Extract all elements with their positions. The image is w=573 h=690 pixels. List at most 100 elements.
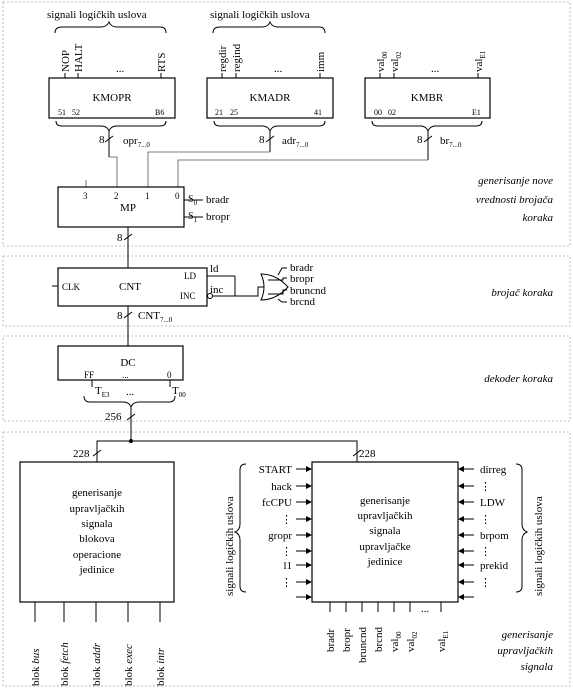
- ops-text-3: signala: [81, 518, 112, 530]
- ops-text-1: generisanje: [72, 487, 122, 499]
- kmadr-input-regind: regind: [231, 43, 243, 72]
- ctrl-right-dots-3: ⋮: [480, 546, 491, 558]
- ops-generator-box: [19, 461, 175, 603]
- ops-output-bus: blok bus: [30, 648, 42, 686]
- kmopr-brace-bottom: [55, 120, 167, 133]
- kmbr-addr-2: 02: [388, 108, 396, 117]
- kmadr-name: KMADR: [250, 92, 292, 104]
- dc-box: [57, 345, 184, 381]
- kmopr-addr-2: 52: [72, 108, 80, 117]
- ctrl-right-prekid: prekid: [480, 560, 509, 572]
- cnt-ld: LD: [184, 271, 196, 281]
- kmbr-name: KMBR: [411, 92, 444, 104]
- section4-label: generisanje upravljačkih signala: [497, 629, 553, 673]
- ctrl-output-bropr: bropr: [341, 628, 353, 652]
- ctrl-generator-block: 228 generisanje upravljačkih signala upr…: [224, 448, 545, 663]
- ctrl-left-brace-label: signali logičkih uslova: [224, 496, 236, 596]
- mp-input-2: 2: [114, 191, 119, 201]
- ctrl-output-wires: [329, 602, 442, 612]
- kmopr-bus-width: 8: [99, 134, 105, 146]
- mp-s0-signal: bradr: [206, 194, 230, 206]
- or-input-brcnd: brcnd: [290, 296, 316, 308]
- kmopr-input-rts: RTS: [156, 52, 168, 72]
- dc-name: DC: [120, 357, 135, 369]
- ctrl-right-ldw: LDW: [480, 497, 506, 509]
- kmadr-block: signali logičkih uslova regdir regind im…: [206, 9, 334, 152]
- dc-output-width: 256: [105, 411, 122, 423]
- ctrl-text-2: upravljačkih: [358, 510, 413, 522]
- kmopr-addr-3: B6: [155, 108, 164, 117]
- ops-text-4: blokova: [79, 533, 115, 545]
- kmadr-brace: [212, 20, 326, 34]
- mp-input-1: 1: [145, 191, 150, 201]
- kmadr-addr-1: 21: [215, 108, 223, 117]
- kmopr-brace: [54, 20, 167, 34]
- mp-input-buses: [85, 151, 428, 187]
- section-frame-step-decoder: [2, 335, 571, 422]
- cnt-inc-signal: inc: [210, 284, 224, 296]
- ctrl-left-dots-2: ⋮: [281, 546, 292, 558]
- kmbr-bus-name: br7...0: [440, 135, 462, 149]
- ops-text-6: jedinice: [79, 564, 115, 576]
- mp-box: [57, 186, 185, 228]
- ctrl-text-4: upravljačke: [359, 541, 410, 553]
- dc-block: DC FF ... 0 TE3 ... T00 256: [57, 345, 186, 443]
- kmopr-input-nop: NOP: [60, 50, 72, 72]
- mp-name: MP: [120, 202, 136, 214]
- ctrl-left-brace: [233, 463, 247, 593]
- ctrl-generator-box: [311, 461, 459, 603]
- kmbr-input-val00: val00: [375, 51, 389, 72]
- section4-line-1: generisanje: [502, 629, 553, 641]
- ctrl-output-dots: ...: [421, 603, 430, 615]
- cnt-name: CNT: [119, 281, 141, 293]
- kmadr-input-imm: imm: [315, 51, 327, 72]
- kmbr-bus-width: 8: [417, 134, 423, 146]
- kmbr-addr-3: E1: [472, 108, 481, 117]
- mp-input-3: 3: [83, 191, 88, 201]
- section2-label: brojač koraka: [491, 287, 553, 299]
- section1-line-2: vrednosti brojača: [476, 194, 554, 206]
- or-input-bruncnd: bruncnd: [290, 285, 327, 297]
- section-frame-next-step: [2, 1, 571, 247]
- or-input-bradr: bradr: [290, 262, 314, 274]
- section4-line-2: upravljačkih: [497, 645, 553, 657]
- section1-label: generisanje nove vrednosti brojača korak…: [476, 175, 554, 224]
- ctrl-right-dots-4: ⋮: [480, 577, 491, 589]
- ctrl-right-dirreg: dirreg: [480, 464, 507, 476]
- kmadr-bus-name: adr7...0: [282, 135, 309, 149]
- ctrl-bus-width: 228: [359, 448, 376, 460]
- ctrl-output-brcnd: brcnd: [373, 626, 385, 652]
- cnt-ld-signal: ld: [210, 263, 219, 275]
- ctrl-right-dots-1: ⋮: [480, 481, 491, 493]
- ctrl-right-brace: [515, 463, 529, 593]
- kmopr-addr-1: 51: [58, 108, 66, 117]
- dc-zero: 0: [167, 370, 172, 380]
- ctrl-left-dots-1: ⋮: [281, 514, 292, 526]
- section-frame-step-counter: [2, 255, 571, 327]
- kmbr-input-dots: ...: [431, 63, 440, 75]
- ctrl-left-dots-3: ⋮: [281, 577, 292, 589]
- ctrl-output-val02: val02: [405, 631, 419, 652]
- kmadr-box: [206, 77, 334, 119]
- ctrl-left-arrows: [296, 466, 312, 600]
- ops-output-fetch: blok fetch: [59, 642, 71, 686]
- kmopr-bus-name: opr7...0: [123, 135, 150, 149]
- kmadr-input-regdir: regdir: [217, 45, 229, 72]
- ctrl-output-val00: val00: [389, 631, 403, 652]
- cnt-box: [57, 267, 208, 307]
- mp-block: 3 2 1 0 MP S0 S1 bradr bropr 8: [57, 186, 230, 268]
- ctrl-left-fccpu: fcCPU: [262, 497, 292, 509]
- ops-text-2: upravljačkih: [70, 503, 125, 515]
- ctrl-output-bruncnd: bruncnd: [357, 626, 369, 663]
- ctrl-text-5: jedinice: [367, 556, 403, 568]
- kmopr-input-halt: HALT: [73, 43, 85, 72]
- ctrl-text-1: generisanje: [360, 495, 410, 507]
- kmbr-input-valE1: valE1: [473, 50, 487, 72]
- ctrl-right-brace-label: signali logičkih uslova: [533, 496, 545, 596]
- ctrl-text-3: signala: [369, 525, 400, 537]
- cnt-block: CNT CLK LD INC ld inc bradr bropr bruncn…: [52, 262, 327, 346]
- section3-label: dekoder koraka: [484, 373, 553, 385]
- section1-line-3: koraka: [522, 212, 553, 224]
- distribution-buses: [92, 440, 362, 462]
- ctrl-left-l1: l1: [283, 560, 292, 572]
